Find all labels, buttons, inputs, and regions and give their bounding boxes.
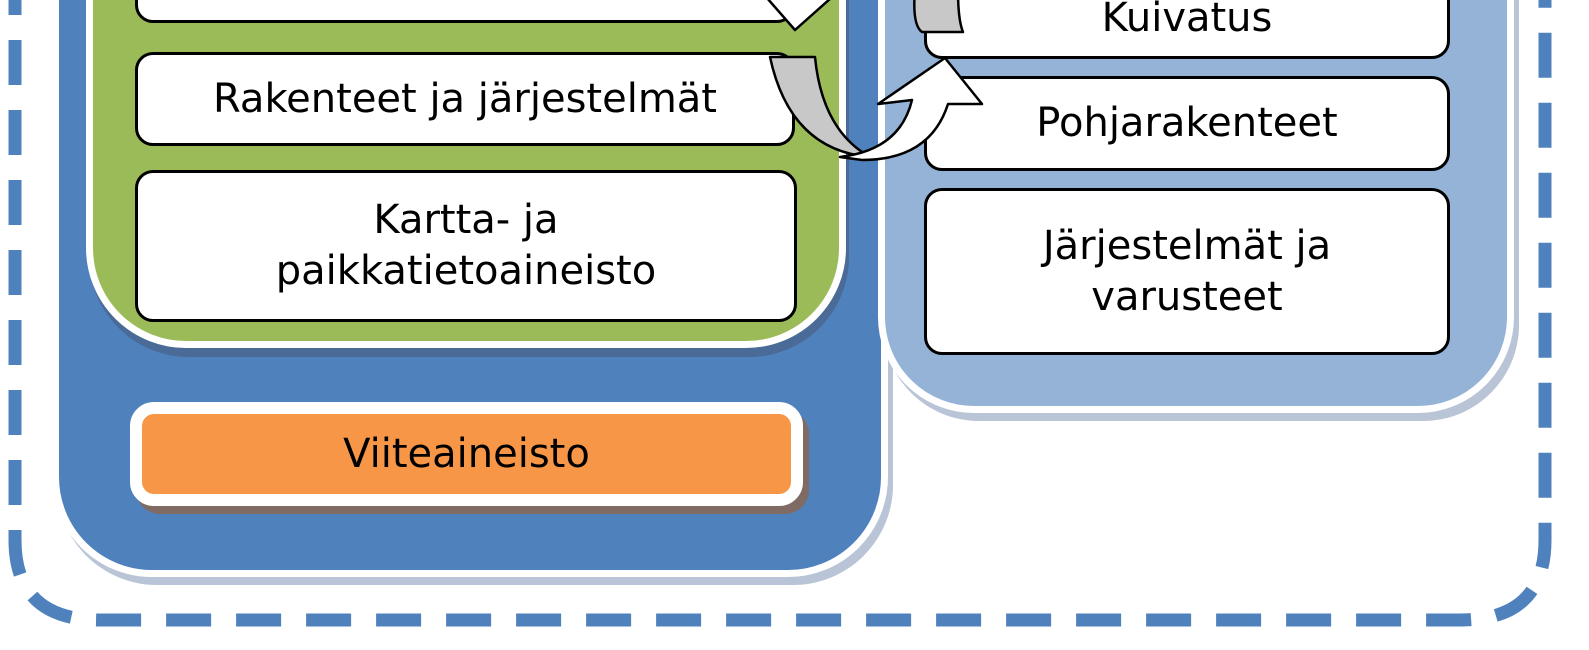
left-box-top <box>135 0 795 23</box>
left-box-rakenteet: Rakenteet ja järjestelmät <box>135 52 795 146</box>
reference-box: Viiteaineisto <box>130 402 803 506</box>
left-box-kartta: Kartta- ja paikkatietoaineisto <box>135 170 797 322</box>
right-box-kuivatus: Kuivatus <box>924 0 1450 59</box>
right-box-pohjarakenteet: Pohjarakenteet <box>924 76 1450 171</box>
right-box-jarjestelmat: Järjestelmät ja varusteet <box>924 188 1450 355</box>
reference-label: Viiteaineisto <box>343 431 590 477</box>
